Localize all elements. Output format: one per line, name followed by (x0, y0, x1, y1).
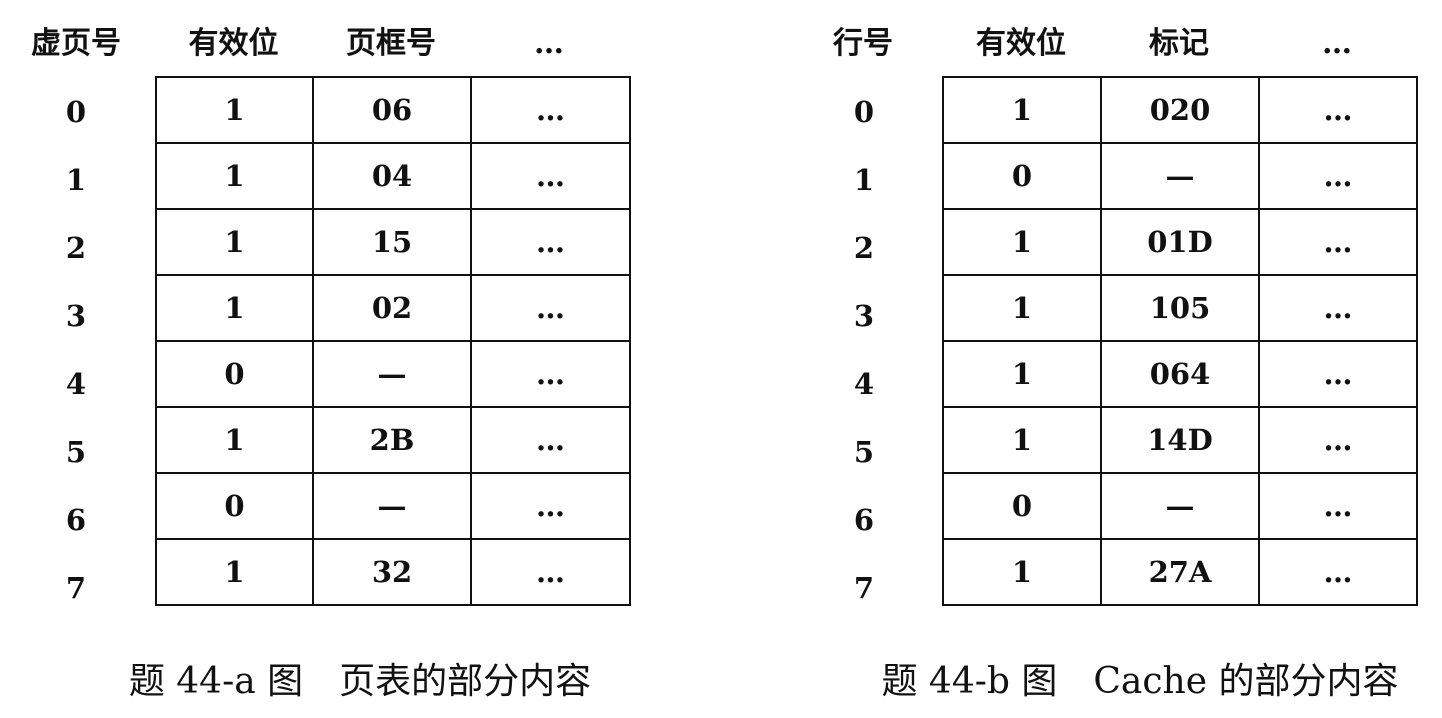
row-index: 7 (65, 571, 87, 605)
row-index: 3 (853, 299, 875, 333)
row-index: 5 (853, 435, 875, 469)
row-index: 1 (65, 163, 87, 197)
figure-caption-a: 题 44-a 图 页表的部分内容 (128, 661, 592, 702)
valid-cell: 1 (942, 208, 1102, 276)
valid-cell: 1 (942, 406, 1102, 474)
more-cell: … (470, 76, 631, 144)
row-index: 7 (853, 571, 875, 605)
more-cell: … (470, 208, 631, 276)
tag-cell: 27A (1100, 538, 1260, 606)
table-row: 1 01D … (942, 208, 1418, 276)
page-frame-cell: — (312, 340, 472, 408)
header-page-frame-number: 页框号 (346, 26, 436, 61)
more-cell: … (470, 538, 631, 606)
more-cell: … (1258, 142, 1418, 210)
more-cell: … (1258, 538, 1418, 606)
tag-cell: — (1100, 142, 1260, 210)
more-cell: … (1258, 208, 1418, 276)
page-frame-cell: 06 (312, 76, 472, 144)
valid-cell: 1 (942, 274, 1102, 342)
valid-cell: 1 (155, 274, 314, 342)
more-cell: … (1258, 340, 1418, 408)
tag-cell: 14D (1100, 406, 1260, 474)
table-row: 1 14D … (942, 406, 1418, 474)
valid-cell: 1 (155, 142, 314, 210)
table-row: 0 — … (942, 142, 1418, 210)
table-row: 0 — … (155, 340, 631, 408)
row-index: 2 (853, 231, 875, 265)
valid-cell: 1 (155, 538, 314, 606)
tag-cell: 105 (1100, 274, 1260, 342)
header-more: … (1322, 26, 1352, 61)
valid-cell: 1 (155, 208, 314, 276)
more-cell: … (1258, 472, 1418, 540)
header-tag: 标记 (1149, 26, 1209, 61)
table-row: 1 105 … (942, 274, 1418, 342)
page-frame-cell: 04 (312, 142, 472, 210)
row-index: 3 (65, 299, 87, 333)
tag-cell: 064 (1100, 340, 1260, 408)
row-index: 4 (65, 367, 87, 401)
table-row: 1 06 … (155, 76, 631, 144)
row-index: 6 (65, 503, 87, 537)
more-cell: … (1258, 274, 1418, 342)
valid-cell: 1 (155, 406, 314, 474)
table-row: 1 064 … (942, 340, 1418, 408)
table-row: 1 04 … (155, 142, 631, 210)
valid-cell: 0 (942, 142, 1102, 210)
page-frame-cell: 15 (312, 208, 472, 276)
table-row: 0 — … (155, 472, 631, 540)
row-index: 4 (853, 367, 875, 401)
valid-cell: 0 (942, 472, 1102, 540)
table-row: 1 32 … (155, 538, 631, 606)
row-index: 0 (853, 95, 875, 129)
valid-cell: 1 (155, 76, 314, 144)
more-cell: … (470, 142, 631, 210)
more-cell: … (470, 406, 631, 474)
header-valid-bit: 有效位 (188, 26, 279, 61)
figure-caption-b: 题 44-b 图 Cache 的部分内容 (881, 661, 1399, 702)
more-cell: … (1258, 76, 1418, 144)
row-index: 6 (853, 503, 875, 537)
table-row: 1 02 … (155, 274, 631, 342)
row-index: 0 (65, 95, 87, 129)
valid-cell: 0 (155, 340, 314, 408)
more-cell: … (470, 340, 631, 408)
page-frame-cell: — (312, 472, 472, 540)
row-index: 1 (853, 163, 875, 197)
valid-cell: 1 (942, 538, 1102, 606)
table-row: 1 020 … (942, 76, 1418, 144)
header-line-number: 行号 (833, 26, 893, 61)
table-row: 1 27A … (942, 538, 1418, 606)
valid-cell: 1 (942, 340, 1102, 408)
page-table-grid: 1 06 … 1 04 … 1 15 … 1 02 … 0 — … 1 2B … (155, 76, 631, 606)
header-valid-bit: 有效位 (976, 26, 1066, 61)
table-row: 0 — … (942, 472, 1418, 540)
tag-cell: 01D (1100, 208, 1260, 276)
page-frame-cell: 2B (312, 406, 472, 474)
row-index: 2 (65, 231, 87, 265)
header-more: … (534, 26, 564, 61)
cache-table-grid: 1 020 … 0 — … 1 01D … 1 105 … 1 064 … 1 … (942, 76, 1418, 606)
more-cell: … (470, 274, 631, 342)
header-virtual-page-number: 虚页号 (31, 26, 121, 61)
table-row: 1 2B … (155, 406, 631, 474)
table-row: 1 15 … (155, 208, 631, 276)
row-index: 5 (65, 435, 87, 469)
more-cell: … (470, 472, 631, 540)
more-cell: … (1258, 406, 1418, 474)
valid-cell: 0 (155, 472, 314, 540)
tag-cell: 020 (1100, 76, 1260, 144)
valid-cell: 1 (942, 76, 1102, 144)
tag-cell: — (1100, 472, 1260, 540)
page-frame-cell: 32 (312, 538, 472, 606)
page-frame-cell: 02 (312, 274, 472, 342)
